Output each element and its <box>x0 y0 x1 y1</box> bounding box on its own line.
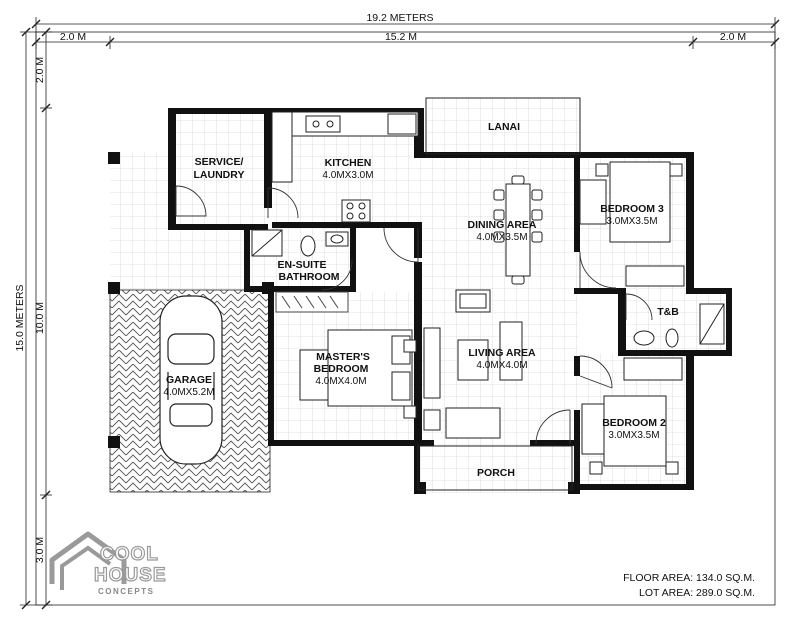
living-size: 4.0MX4.0M <box>476 360 527 371</box>
master-closet <box>275 291 349 313</box>
ensuite-label-line2: BATHROOM <box>278 271 339 283</box>
top-setback-label: 2.0 M <box>34 57 46 83</box>
ensuite-label-line1: EN-SUITE <box>277 259 326 271</box>
master-size: 4.0MX4.0M <box>315 376 366 387</box>
house-logo-icon <box>49 531 127 584</box>
right-setback-label: 2.0 M <box>720 31 746 43</box>
garage-label: GARAGE <box>166 374 212 386</box>
living-room-furniture <box>423 289 523 439</box>
house-depth-label: 10.0 M <box>34 302 46 334</box>
kitchen-size: 4.0MX3.0M <box>322 170 373 181</box>
logo-line1: COOL <box>100 544 159 565</box>
lot-area-text: LOT AREA: 289.0 SQ.M. <box>639 587 755 599</box>
room-labels: SERVICE/ LAUNDRY KITCHEN 4.0MX3.0M LANAI… <box>163 121 679 479</box>
cool-house-concepts-logo: COOL HOUSE CONCEPTS <box>49 531 167 596</box>
tb-fixtures <box>633 303 725 348</box>
porch-label: PORCH <box>477 467 515 479</box>
car-icon <box>159 295 223 465</box>
tb-label: T&B <box>657 306 679 318</box>
service-label-line1: SERVICE/ <box>195 156 244 168</box>
dimension-ticks <box>21 19 780 610</box>
door-swings <box>175 185 653 445</box>
master-label-line2: BEDROOM <box>314 363 369 375</box>
kitchen-label: KITCHEN <box>325 157 372 169</box>
service-label-line2: LAUNDRY <box>194 169 245 181</box>
bedroom3-size: 3.0MX3.5M <box>606 216 657 227</box>
bedroom2-furniture <box>581 357 683 475</box>
overall-width-label: 19.2 METERS <box>366 12 433 24</box>
dining-label: DINING AREA <box>467 219 536 231</box>
dining-size: 4.0MX3.5M <box>476 232 527 243</box>
bedroom2-label: BEDROOM 2 <box>602 417 666 429</box>
living-label: LIVING AREA <box>468 347 536 359</box>
porch-outline <box>417 445 573 491</box>
overall-depth-label: 15.0 METERS <box>14 284 26 351</box>
walls <box>108 108 732 494</box>
logo-line3: CONCEPTS <box>98 587 154 596</box>
ensuite-fixtures <box>251 229 349 257</box>
dining-table-icon <box>493 175 543 285</box>
bedroom3-furniture <box>579 161 685 287</box>
house-width-label: 15.2 M <box>385 31 417 43</box>
master-bed-icon <box>299 329 417 419</box>
bedroom3-label: BEDROOM 3 <box>600 203 664 215</box>
bottom-setback-label: 3.0 M <box>34 537 46 563</box>
lot-boundary <box>35 31 776 606</box>
left-setback-label: 2.0 M <box>60 31 86 43</box>
logo-line2: HOUSE <box>94 565 167 586</box>
lanai-label: LANAI <box>488 121 520 133</box>
kitchen-counter <box>271 111 419 223</box>
floor-area-text: FLOOR AREA: 134.0 SQ.M. <box>623 572 755 584</box>
bedroom2-size: 3.0MX3.5M <box>608 430 659 441</box>
master-label-line1: MASTER'S <box>316 351 370 363</box>
lanai-outline <box>425 97 581 155</box>
garage-size: 4.0MX5.2M <box>163 387 214 398</box>
